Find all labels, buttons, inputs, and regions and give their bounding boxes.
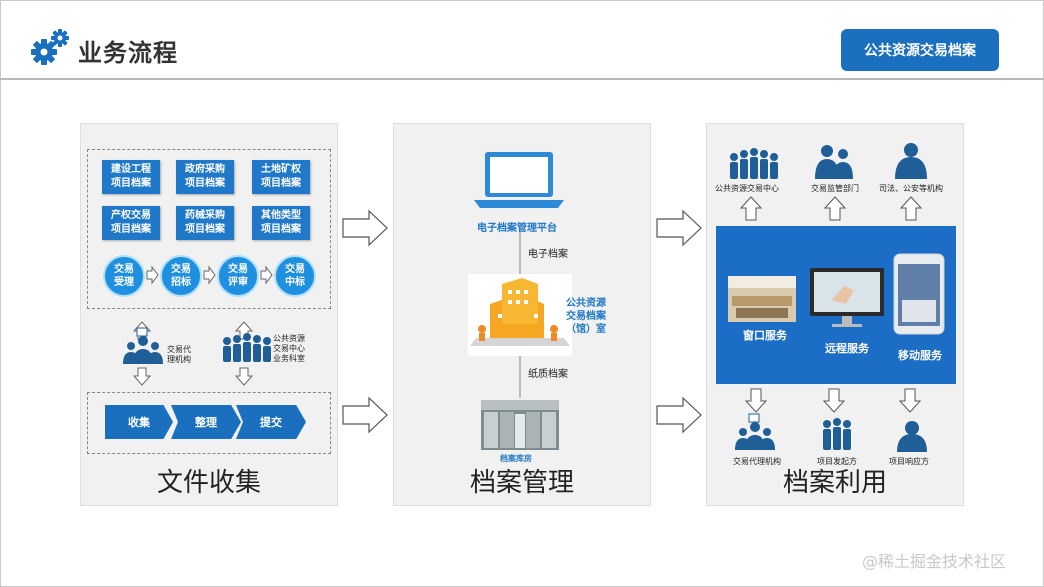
user-agency: 交易代理机构	[733, 457, 781, 466]
doc-box-other: 其他类型项目档案	[252, 206, 310, 240]
platform-label: 电子档案管理平台	[477, 223, 557, 234]
laptop-icon	[474, 152, 564, 208]
center-staff-people-icon	[223, 333, 271, 362]
process-step-review: 交易评审	[217, 255, 259, 297]
flow-arrow-right-icon	[342, 209, 388, 247]
doc-box-construction: 建设工程项目档案	[102, 160, 160, 194]
initiator-people-icon	[823, 418, 851, 450]
process-step-accept: 交易受理	[103, 255, 145, 297]
user-judicial-police: 司法、公安等机构	[879, 184, 943, 193]
user-trading-center: 公共资源交易中心	[715, 184, 779, 193]
responder-person-icon	[897, 421, 927, 452]
archive-badge-button[interactable]: 公共资源交易档案	[841, 29, 999, 71]
paper-archive-label: 纸质档案	[528, 369, 568, 380]
window-service-photo	[728, 276, 796, 322]
agent-label: 交易代理机构	[167, 345, 191, 364]
doc-box-property-rights: 产权交易项目档案	[102, 206, 160, 240]
monitor-icon	[810, 268, 884, 327]
panel-file-collection: 建设工程项目档案 政府采购项目档案 土地矿权项目档案 产权交易项目档案 药械采购…	[80, 123, 338, 506]
user-initiator: 项目发起方	[817, 457, 857, 466]
flow-arrow-right-icon	[656, 209, 702, 247]
header-divider	[0, 78, 1044, 80]
arrow-down-icon	[234, 367, 254, 386]
panel-archive-management: 电子档案管理平台 电子档案 公共资源交易档案（馆）室 纸质档案 档案库房 档案管…	[393, 123, 651, 506]
step-submit: 提交	[236, 405, 306, 439]
flow-arrow-right-icon	[656, 396, 702, 434]
service-mobile: 移动服务	[898, 349, 942, 362]
flow-arrow-right-icon	[342, 396, 388, 434]
panel-title-management: 档案管理	[469, 468, 574, 498]
arrow-right-icon	[203, 265, 216, 285]
process-step-tender: 交易招标	[160, 255, 202, 297]
steps-group	[87, 392, 331, 454]
trading-center-people-icon	[730, 148, 778, 179]
step-collect: 收集	[105, 405, 173, 439]
doc-box-medical-procurement: 药械采购项目档案	[176, 206, 234, 240]
storage-label: 档案库房	[500, 454, 532, 463]
judicial-police-person-icon	[895, 143, 927, 179]
process-arrows	[123, 265, 273, 386]
archive-types-group	[87, 149, 331, 309]
doc-box-government-procurement: 政府采购项目档案	[176, 160, 234, 194]
storage-room-photo	[481, 400, 559, 450]
supervision-dept-people-icon	[815, 145, 853, 179]
process-step-award: 交易中标	[274, 255, 316, 297]
page-title: 业务流程	[78, 39, 178, 67]
archive-building-icon	[468, 274, 572, 356]
arrow-down-icon	[744, 388, 768, 413]
archive-room-label: 公共资源交易档案（馆）室	[566, 298, 606, 335]
watermark: @稀土掘金技术社区	[862, 552, 1007, 571]
agency-people-icon	[735, 413, 775, 450]
arrow-up-icon	[899, 196, 923, 221]
user-supervision-dept: 交易监管部门	[811, 184, 859, 193]
arrow-down-icon	[898, 388, 922, 413]
center-staff-label: 公共资源交易中心业务科室	[273, 334, 305, 363]
arrow-up-icon	[739, 196, 763, 221]
arrow-right-icon	[146, 265, 159, 285]
electronic-archive-label: 电子档案	[528, 249, 568, 260]
panel-title-utilization: 档案利用	[782, 468, 887, 498]
arrow-right-icon	[260, 265, 273, 285]
arrow-down-icon	[822, 388, 846, 413]
step-organize: 整理	[171, 405, 241, 439]
panel-title-collection: 文件收集	[156, 468, 261, 498]
gear-icon	[31, 29, 69, 65]
arrow-down-icon	[132, 367, 152, 386]
user-responder: 项目响应方	[889, 457, 929, 466]
service-remote: 远程服务	[825, 342, 869, 355]
agent-people-icon	[123, 327, 163, 364]
doc-box-land-mining: 土地矿权项目档案	[252, 160, 310, 194]
service-window: 窗口服务	[743, 329, 787, 342]
arrow-up-icon	[823, 196, 847, 221]
mobile-phone-icon	[893, 253, 945, 335]
